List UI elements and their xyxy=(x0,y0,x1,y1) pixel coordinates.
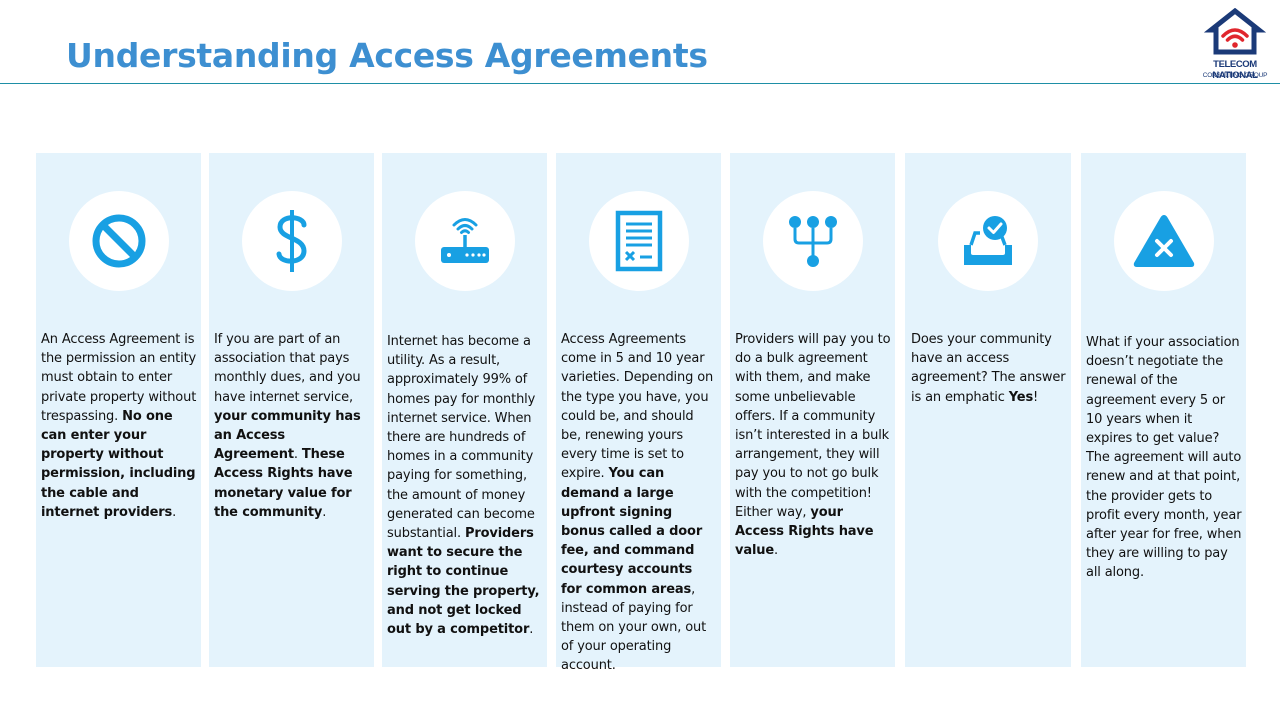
title-divider xyxy=(0,83,1280,84)
router-icon xyxy=(441,218,489,263)
prohibited-icon xyxy=(92,214,146,268)
icon-circle xyxy=(763,191,863,291)
card-bulk-agreement: Providers will pay you to do a bulk agre… xyxy=(730,153,895,667)
icon-circle xyxy=(69,191,169,291)
logo-name: TELECOM NATIONAL xyxy=(1212,59,1258,81)
dollar-sign-icon xyxy=(276,210,307,272)
page-title: Understanding Access Agreements xyxy=(66,36,708,75)
card-renewal-terms: Access Agreements come in 5 and 10 year … xyxy=(556,153,721,673)
card-text: What if your association doesn’t negotia… xyxy=(1086,335,1242,581)
card-auto-renew-warning: What if your association doesn’t negotia… xyxy=(1081,153,1246,667)
icon-circle xyxy=(1114,191,1214,291)
network-icon xyxy=(789,216,837,267)
card-access-agreement: An Access Agreement is the permission an… xyxy=(36,153,201,667)
warning-x-icon xyxy=(1133,215,1195,267)
document-icon xyxy=(615,210,663,272)
card-text: An Access Agreement is the permission an… xyxy=(41,332,197,520)
card-internet-utility: Internet has become a utility. As a resu… xyxy=(382,153,547,667)
card-text: Internet has become a utility. As a resu… xyxy=(387,334,540,638)
card-text: If you are part of an association that p… xyxy=(214,332,361,520)
card-text: Does your community have an access agree… xyxy=(911,332,1066,405)
card-text: Access Agreements come in 5 and 10 year … xyxy=(561,332,714,674)
card-text: Providers will pay you to do a bulk agre… xyxy=(735,332,891,559)
logo-subname: CONSULTING GROUP xyxy=(1202,72,1268,79)
card-monthly-dues: If you are part of an association that p… xyxy=(209,153,374,667)
company-logo: TELECOM NATIONAL CONSULTING GROUP xyxy=(1196,8,1274,84)
card-community-question: Does your community have an access agree… xyxy=(905,153,1071,667)
icon-circle xyxy=(938,191,1038,291)
icon-circle xyxy=(589,191,689,291)
icon-circle xyxy=(242,191,342,291)
inbox-check-icon xyxy=(964,216,1012,265)
house-wifi-icon xyxy=(1204,8,1266,55)
icon-circle xyxy=(415,191,515,291)
